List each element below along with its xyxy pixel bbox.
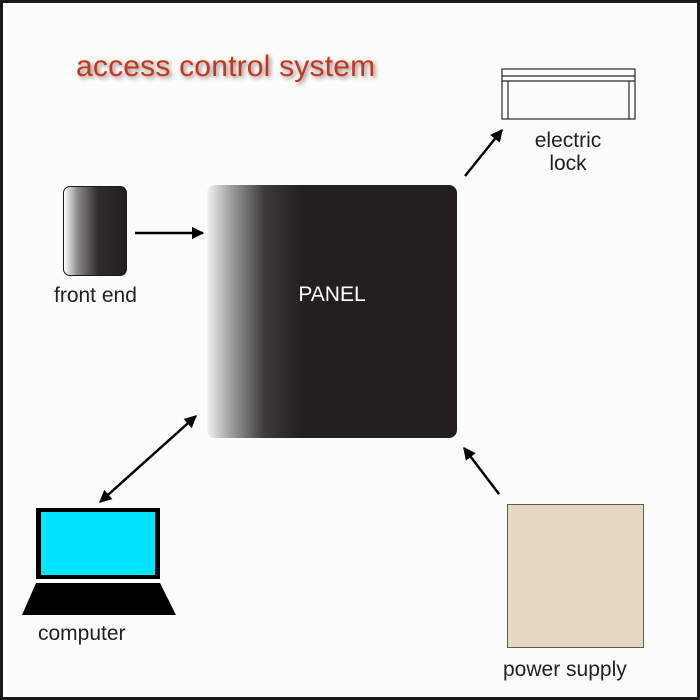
diagram-title: access control system bbox=[76, 50, 376, 83]
front-end-device bbox=[63, 186, 127, 276]
power-supply-label: power supply bbox=[503, 658, 627, 681]
arrow-power-supply-to-panel bbox=[463, 447, 500, 495]
panel-box: PANEL bbox=[207, 185, 457, 438]
computer-label: computer bbox=[38, 622, 126, 645]
power-supply-box bbox=[507, 504, 644, 648]
electric-lock-label-line2: lock bbox=[549, 152, 587, 175]
electric-lock-icon bbox=[501, 68, 636, 120]
computer-icon bbox=[22, 508, 176, 615]
arrow-panel-to-electric-lock bbox=[464, 129, 503, 177]
electric-lock-label-line1: electric bbox=[534, 129, 602, 152]
front-end-label: front end bbox=[54, 284, 137, 307]
panel-label: PANEL bbox=[298, 283, 366, 306]
arrow-panel-computer-bidirectional bbox=[99, 415, 197, 503]
electric-lock-label: electric lock bbox=[520, 129, 616, 175]
